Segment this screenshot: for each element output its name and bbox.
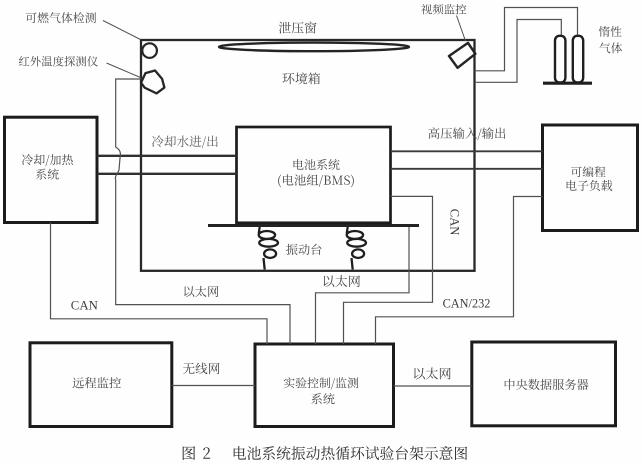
- svg-text:CAN: CAN: [71, 298, 98, 312]
- svg-text:CAN/232: CAN/232: [443, 297, 491, 311]
- svg-text:CAN: CAN: [448, 209, 462, 236]
